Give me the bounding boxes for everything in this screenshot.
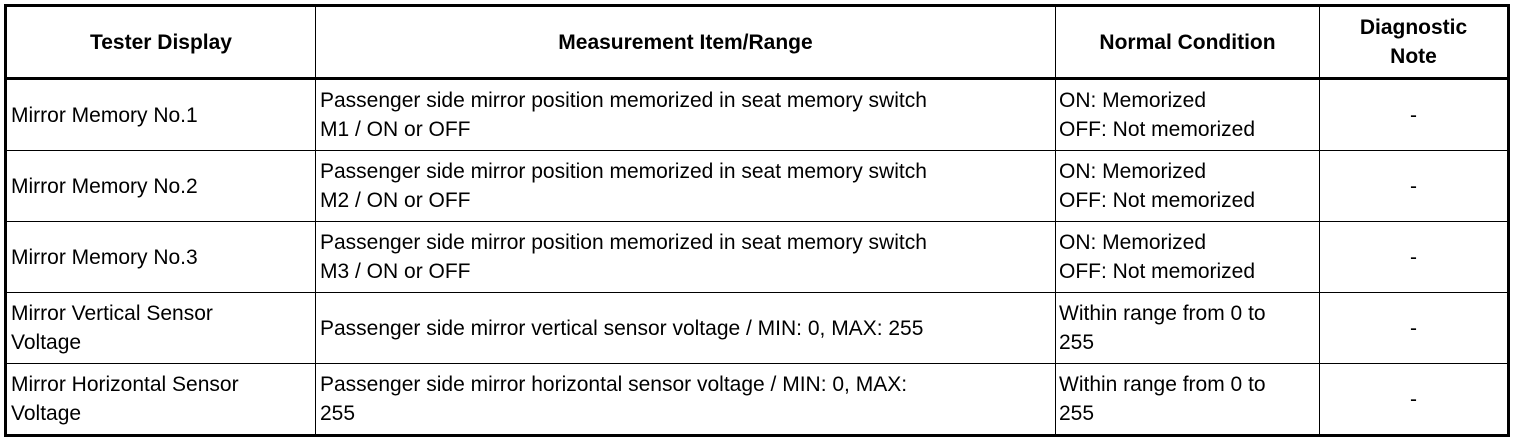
cell-tester-display-line2: Voltage: [11, 402, 82, 425]
cell-normal-condition: Within range from 0 to 255: [1055, 363, 1320, 436]
table-row: Mirror Horizontal Sensor Voltage Passeng…: [5, 363, 1509, 436]
cell-measurement: Passenger side mirror position memorized…: [315, 150, 1056, 222]
cell-normal-line1: ON: Memorized: [1059, 160, 1207, 183]
cell-normal-line1: Within range from 0 to: [1059, 373, 1266, 396]
cell-tester-display-line1: Mirror Vertical Sensor: [11, 302, 213, 325]
cell-diagnostic-note: -: [1319, 363, 1509, 436]
cell-measurement: Passenger side mirror horizontal sensor …: [315, 363, 1056, 436]
cell-diagnostic-note: -: [1319, 221, 1509, 293]
cell-tester-display-line2: Voltage: [11, 331, 82, 354]
header-diagnostic-note-line2: Note: [1390, 45, 1437, 68]
cell-normal-condition: Within range from 0 to 255: [1055, 292, 1320, 364]
header-measurement-item-range: Measurement Item/Range: [315, 5, 1056, 80]
cell-measurement: Passenger side mirror position memorized…: [315, 221, 1056, 293]
cell-measurement-line1: Passenger side mirror position memorized…: [320, 231, 927, 254]
cell-measurement-line2: M3 / ON or OFF: [320, 260, 471, 283]
cell-tester-display: Mirror Vertical Sensor Voltage: [5, 292, 316, 364]
cell-normal-line1: Within range from 0 to: [1059, 302, 1266, 325]
cell-normal-condition: ON: Memorized OFF: Not memorized: [1055, 221, 1320, 293]
cell-tester-display-line1: Mirror Horizontal Sensor: [11, 373, 239, 396]
table-row: Mirror Memory No.1 Passenger side mirror…: [5, 78, 1509, 151]
header-tester-display: Tester Display: [5, 5, 316, 80]
cell-measurement: Passenger side mirror vertical sensor vo…: [315, 292, 1056, 364]
cell-normal-line2: OFF: Not memorized: [1059, 189, 1256, 212]
cell-normal-line2: 255: [1059, 331, 1095, 354]
cell-measurement-line2: M2 / ON or OFF: [320, 189, 471, 212]
cell-measurement-line1: Passenger side mirror vertical sensor vo…: [320, 316, 924, 340]
header-diagnostic-note-line1: Diagnostic: [1359, 16, 1468, 39]
cell-measurement-line1: Passenger side mirror horizontal sensor …: [320, 373, 908, 396]
table-row: Mirror Memory No.2 Passenger side mirror…: [5, 150, 1509, 222]
table-row: Mirror Vertical Sensor Voltage Passenger…: [5, 292, 1509, 364]
data-list-table-container: Tester Display Measurement Item/Range No…: [4, 4, 1510, 437]
cell-measurement-line1: Passenger side mirror position memorized…: [320, 89, 927, 112]
cell-tester-display: Mirror Memory No.3: [5, 221, 316, 293]
cell-diagnostic-note: -: [1319, 150, 1509, 222]
table-row: Mirror Memory No.3 Passenger side mirror…: [5, 221, 1509, 293]
table-header-row: Tester Display Measurement Item/Range No…: [5, 5, 1509, 80]
cell-normal-condition: ON: Memorized OFF: Not memorized: [1055, 78, 1320, 151]
header-normal-condition: Normal Condition: [1055, 5, 1320, 80]
cell-diagnostic-note: -: [1319, 292, 1509, 364]
cell-normal-line2: OFF: Not memorized: [1059, 118, 1256, 141]
cell-measurement-line1: Passenger side mirror position memorized…: [320, 160, 927, 183]
cell-normal-condition: ON: Memorized OFF: Not memorized: [1055, 150, 1320, 222]
header-diagnostic-note: Diagnostic Note: [1319, 5, 1509, 80]
cell-tester-display: Mirror Memory No.1: [5, 78, 316, 151]
cell-tester-display: Mirror Memory No.2: [5, 150, 316, 222]
cell-normal-line2: 255: [1059, 402, 1095, 425]
cell-tester-display: Mirror Horizontal Sensor Voltage: [5, 363, 316, 436]
cell-normal-line1: ON: Memorized: [1059, 89, 1207, 112]
cell-normal-line2: OFF: Not memorized: [1059, 260, 1256, 283]
cell-diagnostic-note: -: [1319, 78, 1509, 151]
cell-measurement-line2: 255: [320, 402, 356, 425]
cell-measurement-line2: M1 / ON or OFF: [320, 118, 471, 141]
cell-measurement: Passenger side mirror position memorized…: [315, 78, 1056, 151]
data-list-table: Tester Display Measurement Item/Range No…: [4, 4, 1510, 437]
cell-normal-line1: ON: Memorized: [1059, 231, 1207, 254]
